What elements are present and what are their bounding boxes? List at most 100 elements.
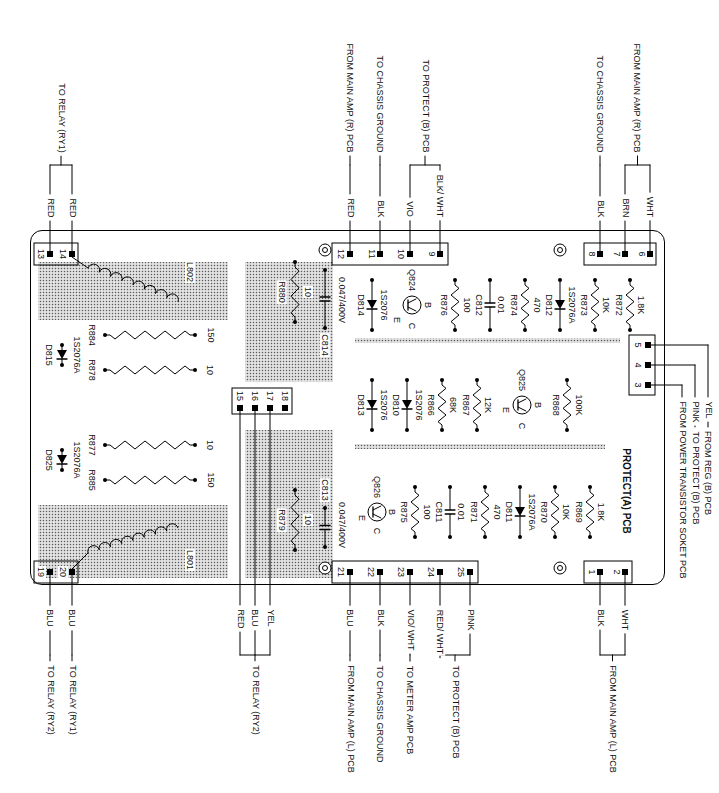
wire-lead xyxy=(350,156,351,165)
part-value: 1S2076 xyxy=(378,388,388,421)
wire-color: VIO/ WHT xyxy=(405,608,415,651)
part-value: 1S2076A xyxy=(71,440,81,479)
solder-pad xyxy=(553,485,557,489)
pin-number: 6 xyxy=(636,250,646,257)
solder-pad xyxy=(565,378,569,382)
part-reference: R876 xyxy=(439,293,449,317)
resistor-symbol xyxy=(105,331,195,339)
pcb-board: PROTECT(A) PCB xyxy=(30,230,665,585)
connector-pin xyxy=(237,405,243,411)
wire-lead xyxy=(50,655,51,661)
wire-lead xyxy=(440,165,441,170)
part-value: 10 xyxy=(205,439,215,451)
transistor-symbol xyxy=(368,503,386,521)
resistor-symbol xyxy=(481,487,489,537)
part-value: 0.047/400V xyxy=(337,276,347,324)
part-value: 1S2076A xyxy=(566,285,576,324)
solder-pad xyxy=(323,506,327,510)
wire-color: RED xyxy=(345,197,355,218)
transistor-symbol xyxy=(518,399,526,403)
part-reference: D815 xyxy=(44,343,54,367)
solder-pad xyxy=(483,485,487,489)
wire-lead xyxy=(350,655,351,661)
connector-pin xyxy=(282,405,288,411)
part-reference: R871 xyxy=(469,500,479,524)
solder-pad xyxy=(453,328,457,332)
connector-pin xyxy=(645,342,651,348)
destination-label: TO PROTECT (B) PCB xyxy=(690,430,700,525)
wire-color: RED xyxy=(67,197,77,218)
part-value: 10 xyxy=(303,286,313,298)
diode-symbol xyxy=(515,507,525,516)
transistor-lead: C xyxy=(372,527,382,536)
capacitor-symbol xyxy=(320,296,330,298)
part-reference: Q824 xyxy=(407,268,417,292)
wire-lead xyxy=(72,655,73,661)
wire-color: BRN xyxy=(620,197,630,218)
diode-symbol xyxy=(372,409,373,430)
mounting-hole xyxy=(323,566,328,571)
solder-pad xyxy=(453,278,457,282)
part-reference: L801 xyxy=(185,549,195,571)
resistor-symbol xyxy=(473,380,481,430)
capacitor-symbol xyxy=(320,525,330,527)
wire-lead xyxy=(695,365,696,397)
resistor-symbol xyxy=(563,380,571,430)
wire-lead xyxy=(650,221,651,251)
part-value: 470 xyxy=(531,296,541,313)
connector-pin xyxy=(267,405,273,411)
wire-lead xyxy=(695,426,696,428)
transistor-symbol xyxy=(513,396,531,414)
part-value: 1.8K xyxy=(596,502,606,523)
wire-lead xyxy=(255,411,256,605)
destination-label: FROM REG (B) PCB xyxy=(703,430,713,516)
solder-pad xyxy=(193,333,197,337)
transistor-lead: E xyxy=(392,316,402,324)
destination-label: TO PROTECT (B) PCB xyxy=(420,58,430,153)
pin-number: 3 xyxy=(632,381,642,388)
solder-pad xyxy=(558,328,562,332)
mounting-hole xyxy=(319,244,331,256)
pin-number: 23 xyxy=(396,566,406,578)
wire-lead xyxy=(440,221,441,251)
copper-area xyxy=(245,262,333,382)
capacitor-symbol xyxy=(490,280,491,303)
copper-trace xyxy=(355,444,605,449)
pin-number: 1 xyxy=(586,568,596,575)
wire-color: VIO xyxy=(405,200,415,218)
destination-label: TO RELAY (RY2) xyxy=(250,664,260,735)
part-reference: C812 xyxy=(474,293,484,317)
pin-number: 19 xyxy=(36,566,46,578)
part-reference: D814 xyxy=(356,293,366,317)
connector-outline xyxy=(34,561,78,583)
connector-pin xyxy=(597,569,603,575)
part-value: 0.047/400V xyxy=(337,501,347,549)
transistor-symbol xyxy=(408,307,416,311)
wire-lead xyxy=(380,575,381,605)
connector-pin xyxy=(347,251,353,257)
wire-lead xyxy=(350,631,351,655)
diode-symbol xyxy=(407,380,408,400)
wire-lead xyxy=(708,345,709,397)
solder-pad xyxy=(553,535,557,539)
part-value: 150 xyxy=(205,471,215,488)
wire-color: BLU xyxy=(67,608,77,628)
wire-lead xyxy=(72,575,73,605)
connector-pin xyxy=(437,251,443,257)
wire-lead xyxy=(380,630,381,655)
destination-label: TO CHASSIS GROUND xyxy=(375,54,385,153)
wire-lead xyxy=(380,165,381,196)
wire-lead xyxy=(410,165,411,197)
diode-symbol xyxy=(367,400,377,409)
wire-color: RED xyxy=(45,197,55,218)
solder-pad xyxy=(440,428,444,432)
wire-layer xyxy=(50,156,708,661)
part-value: 12K xyxy=(483,396,493,414)
wire-lead xyxy=(72,631,73,655)
solder-pad xyxy=(593,328,597,332)
part-value: 150 xyxy=(205,326,215,343)
wire-color: PINK xyxy=(690,400,700,423)
wire-color: BLK/ WHT xyxy=(435,173,445,218)
pin-number: 14 xyxy=(58,248,68,260)
pin-number: 15 xyxy=(235,390,245,402)
